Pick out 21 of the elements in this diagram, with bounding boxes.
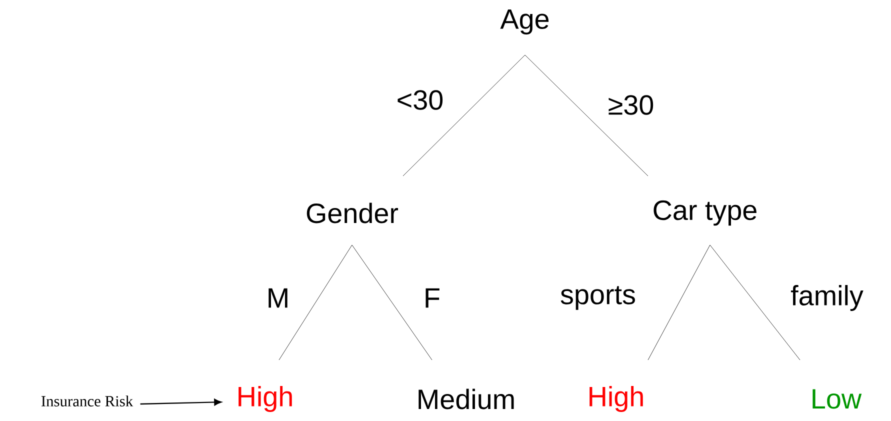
edge-label: sports [560, 286, 635, 310]
node-label: Age [500, 10, 549, 34]
node-label: Gender [306, 202, 398, 224]
branch-line [648, 244, 710, 360]
node-label: High [238, 386, 292, 412]
branch-line [352, 244, 432, 360]
arrow [140, 398, 222, 406]
edge-label: <30 [398, 90, 443, 110]
edge-label: ≥30 [608, 95, 654, 115]
node-label: Car type [654, 200, 756, 226]
edge-label: M [268, 288, 288, 308]
node-label: Low [812, 389, 862, 409]
branch-line [524, 54, 648, 176]
branch-line [402, 54, 526, 176]
edge-label: F [426, 288, 440, 308]
label-text: Insurance Risk [41, 396, 134, 406]
edge-label: family [790, 285, 864, 311]
node-label: High [590, 386, 643, 412]
node-label: Medium [418, 388, 514, 410]
branch-line [278, 244, 352, 360]
branch-line [710, 244, 800, 360]
